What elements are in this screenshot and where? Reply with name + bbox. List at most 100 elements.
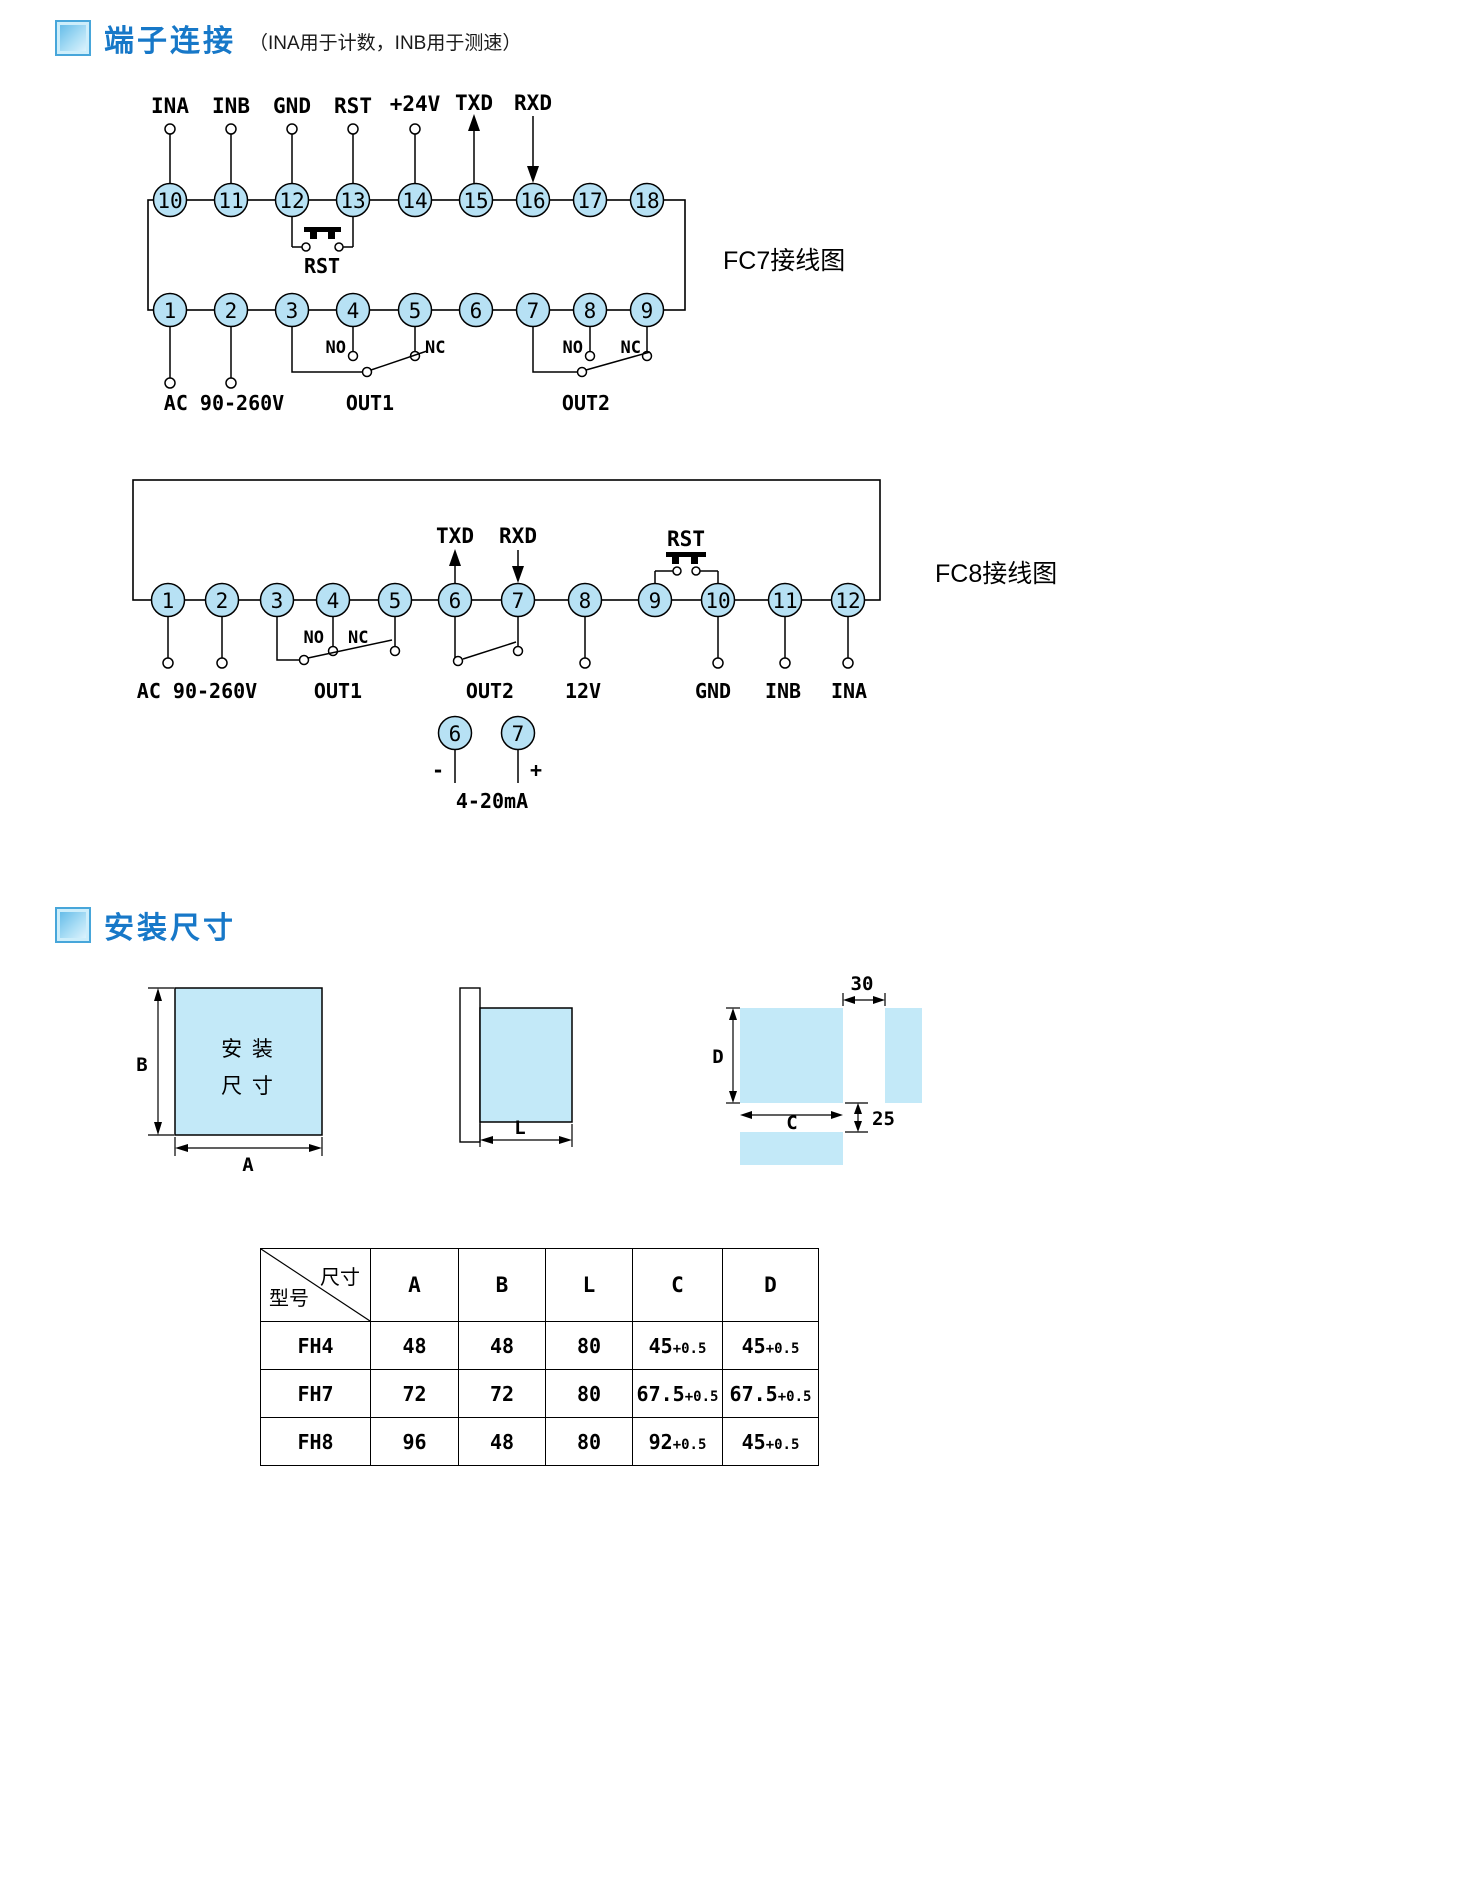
fc7-signal-gnd: GND: [273, 94, 311, 118]
fc8-inb-label: INB: [765, 679, 801, 703]
section-bullet-icon: [55, 907, 91, 943]
cutout-view: 30 D C 25: [712, 975, 922, 1165]
fc7-terminal-2: 2: [213, 292, 249, 328]
fc8-terminal-number: 6: [449, 589, 462, 613]
fc7-terminal-number: 3: [286, 299, 299, 323]
fc7-caption: FC7接线图: [723, 247, 845, 275]
fc7-terminal-number: 15: [463, 189, 488, 213]
fc7-terminal-number: 6: [470, 299, 483, 323]
section-header-dimensions: 安装尺寸: [55, 903, 236, 947]
fc8-12v-label: 12V: [565, 679, 601, 703]
value-l: 80: [545, 1321, 633, 1370]
fc7-terminal-3: 3: [274, 292, 310, 328]
value-a: 48: [370, 1321, 459, 1370]
side-view: L: [459, 987, 573, 1147]
fc7-terminal-number: 11: [218, 189, 243, 213]
fc8-terminal-number: 12: [835, 589, 860, 613]
fc7-terminal-number: 18: [634, 189, 659, 213]
fc8-4-20ma-loop: 6 7 - + 4-20mA: [432, 715, 542, 813]
fc8-out1-relay: NO NC OUT1: [276, 617, 401, 703]
fc8-out2-relay: OUT2: [452, 617, 524, 703]
table-row-fh8: FH8 96 48 80 92+0.5 45+0.5: [260, 1417, 819, 1466]
fc7-terminal-15: 15: [458, 182, 494, 218]
fc7-ac-label: AC 90-260V: [164, 391, 284, 415]
fc7-terminal-11: 11: [213, 182, 249, 218]
fc7-signal-ina: INA: [151, 94, 189, 118]
fc8-caption: FC8接线图: [935, 560, 1057, 588]
fc7-terminal-number: 16: [520, 189, 545, 213]
value-b: 72: [458, 1369, 546, 1418]
fc8-ina-label: INA: [831, 679, 867, 703]
cutout-bottom-strip: [740, 1132, 843, 1165]
value-d: 45+0.5: [722, 1321, 819, 1370]
fc8-terminal-12: 12: [830, 582, 866, 618]
fc7-terminal-number: 9: [641, 299, 654, 323]
cutout-main: [740, 1008, 843, 1103]
fc7-signal-txd: TXD: [455, 91, 493, 115]
fc7-rxd-down-arrow-icon: [527, 116, 539, 183]
value-c: 67.5+0.5: [632, 1369, 723, 1418]
fc7-terminal-number: 8: [584, 299, 597, 323]
fc8-terminal-number: 3: [271, 589, 284, 613]
fc7-terminal-number: 17: [577, 189, 602, 213]
value-d: 45+0.5: [722, 1417, 819, 1466]
fc7-signal-rxd: RXD: [514, 91, 552, 115]
fc8-out1-nc-label: NC: [348, 628, 368, 648]
dim-d-label: D: [712, 1046, 723, 1068]
fc7-signal-inb: INB: [212, 94, 250, 118]
fc8-terminal-number: 5: [389, 589, 402, 613]
corner-diagonal-line: [261, 1249, 370, 1321]
fc7-out1-no-label: NO: [326, 338, 346, 358]
fc8-ac-label: AC 90-260V: [137, 679, 257, 703]
fc7-terminal-14: 14: [397, 182, 433, 218]
value-c: 92+0.5: [632, 1417, 723, 1466]
fc7-terminal-4: 4: [335, 292, 371, 328]
fc7-wiring-diagram: INA INB GND RST +24V TXD RXD: [147, 91, 845, 415]
fc8-terminal-8: 8: [567, 582, 603, 618]
table-corner-cell: 尺寸 型号: [260, 1248, 371, 1322]
fc7-rst-button-label: RST: [304, 254, 340, 278]
fc7-terminal-number: 10: [157, 189, 182, 213]
fc8-device-outline: [132, 479, 881, 601]
front-view-text-line2: 尺 寸: [221, 1075, 275, 1098]
dim-25-label: 25: [872, 1108, 895, 1130]
fc7-signal-rst: RST: [334, 94, 372, 118]
side-body: [479, 1007, 573, 1123]
fc7-out2-label: OUT2: [562, 391, 610, 415]
fc8-terminal-1: 1: [150, 582, 186, 618]
dim-b-label: B: [136, 1054, 147, 1076]
fc8-loop-label: 4-20mA: [456, 789, 528, 813]
corner-label-model: 型号: [269, 1288, 309, 1310]
fc7-signal-wires: [164, 123, 421, 183]
fc8-terminal-2: 2: [204, 582, 240, 618]
fc8-loop-terminal-number: 6: [449, 722, 462, 746]
fc8-loop-terminal-7: 7: [500, 715, 536, 751]
fc8-terminal-5: 5: [377, 582, 413, 618]
section-subtitle-terminals: （INA用于计数，INB用于测速）: [249, 33, 522, 54]
fc7-out1-label: OUT1: [346, 391, 394, 415]
value-b: 48: [458, 1417, 546, 1466]
fc8-loop-terminal-number: 7: [512, 722, 525, 746]
fc7-terminal-16: 16: [515, 182, 551, 218]
section-bullet-icon: [55, 20, 91, 56]
fc7-terminal-number: 5: [409, 299, 422, 323]
fc7-terminal-13: 13: [335, 182, 371, 218]
fc7-terminal-7: 7: [515, 292, 551, 328]
side-bezel: [459, 987, 481, 1143]
fc8-terminal-4: 4: [315, 582, 351, 618]
fc8-terminal-number: 8: [579, 589, 592, 613]
fc7-terminal-6: 6: [458, 292, 494, 328]
value-l: 80: [545, 1417, 633, 1466]
mounting-drawings: 安 装 尺 寸 B A L: [136, 975, 922, 1176]
fc7-out2-relay: NO NC OUT2: [532, 327, 653, 415]
value-l: 80: [545, 1369, 633, 1418]
section-header-terminals: 端子连接 （INA用于计数，INB用于测速）: [55, 16, 521, 60]
fc8-terminal-7: 7: [500, 582, 536, 618]
fc7-terminal-number: 7: [527, 299, 540, 323]
fc7-rst-pushbutton-icon: RST: [291, 216, 354, 278]
fc8-out2-label: OUT2: [466, 679, 514, 703]
fc8-out1-label: OUT1: [314, 679, 362, 703]
fc7-terminal-12: 12: [274, 182, 310, 218]
table-header-row: 尺寸 型号 A B L C D: [260, 1248, 819, 1322]
